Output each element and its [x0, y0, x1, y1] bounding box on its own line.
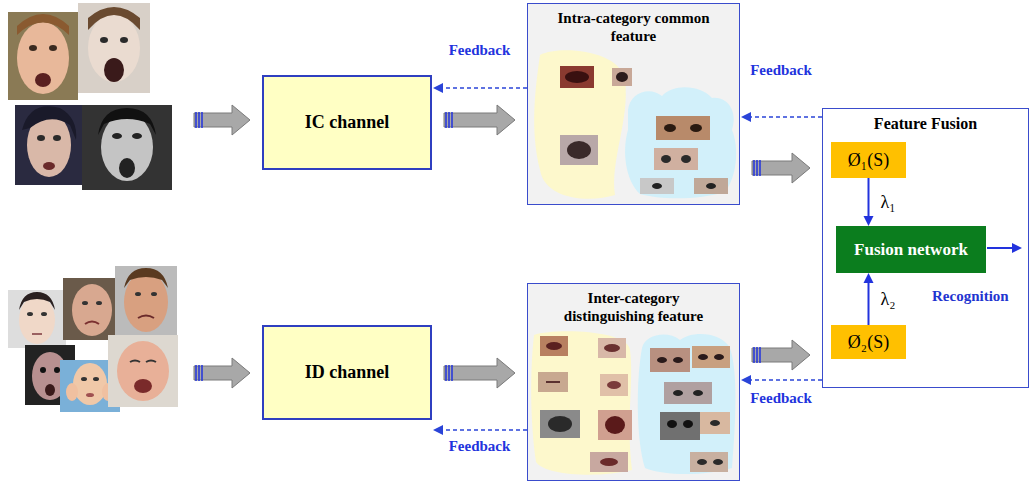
edge-label: Feedback [449, 438, 511, 455]
connector-part [749, 116, 822, 118]
feature-map-box: Ø₂(S) [831, 325, 906, 359]
edge-label: λ₂ [881, 289, 896, 310]
connector-part [864, 273, 874, 283]
fusion-network-box: Fusion network [836, 226, 986, 273]
connector [864, 273, 874, 325]
edge-label: Feedback [449, 42, 511, 59]
connector-part [451, 112, 453, 128]
panel-ground [527, 283, 740, 481]
connector-part [868, 178, 870, 217]
connector [444, 105, 515, 135]
connector [444, 358, 515, 388]
connector-part [749, 379, 822, 381]
edge-label: λ₁ [881, 192, 896, 213]
edge-label: Feedback [750, 62, 812, 79]
feature-panel: Inter-category distinguishing feature [527, 283, 740, 481]
connector-part [752, 153, 810, 183]
connector-part [741, 112, 751, 122]
connector-part [441, 429, 527, 431]
face-photos [8, 3, 172, 190]
connector-part [864, 216, 874, 226]
feature-map-box: Ø₁(S) [831, 142, 906, 178]
connector-part [445, 365, 447, 381]
connector [741, 112, 822, 122]
node-text: Inter-category distinguishing feature [548, 289, 720, 325]
connector-part [448, 365, 450, 381]
connector-part [444, 105, 515, 135]
connector-part [753, 347, 755, 363]
output-arrow [987, 243, 1022, 253]
connector-part [441, 87, 527, 89]
connector-part [752, 340, 810, 370]
connector [741, 375, 822, 385]
node-text: Fusion network [854, 240, 968, 260]
feature-patches [534, 50, 736, 198]
node-text: Intra-category common feature [548, 9, 720, 45]
connector-part [756, 160, 758, 176]
feature-panel: Intra-category common feature [527, 3, 740, 205]
connector [433, 425, 527, 435]
input-arrow [194, 105, 250, 135]
face-photos [8, 266, 178, 412]
connector-part [868, 282, 870, 325]
edge-label: Feedback [750, 390, 812, 407]
panel-ground [527, 3, 740, 205]
feature-patches [531, 331, 735, 474]
connector [752, 340, 810, 370]
node-text: ID channel [305, 362, 390, 383]
connector-part [756, 347, 758, 363]
connector-part [445, 112, 447, 128]
connector-part [451, 365, 453, 381]
output-label: Recognition [932, 288, 1009, 305]
connector [864, 178, 874, 226]
node-text: Feature Fusion [874, 115, 977, 133]
panel-ground [822, 108, 1029, 388]
node-text: Ø₂(S) [848, 332, 889, 353]
connector-part [753, 160, 755, 176]
connector-part [741, 375, 751, 385]
fusion-panel: Feature FusionØ₁(S) Fusion networkØ₂(S) [822, 108, 1029, 388]
channel-box: IC channel [262, 75, 432, 170]
connector-part [433, 425, 443, 435]
node-text: Ø₁(S) [848, 150, 889, 171]
channel-box: ID channel [262, 325, 432, 420]
connector-part [444, 358, 515, 388]
input-arrow [194, 358, 250, 388]
connector-part [448, 112, 450, 128]
connector-part [433, 83, 443, 93]
connector-part [759, 347, 761, 363]
connector-part [759, 160, 761, 176]
connector [433, 83, 527, 93]
node-text: IC channel [305, 112, 390, 133]
connector [752, 153, 810, 183]
